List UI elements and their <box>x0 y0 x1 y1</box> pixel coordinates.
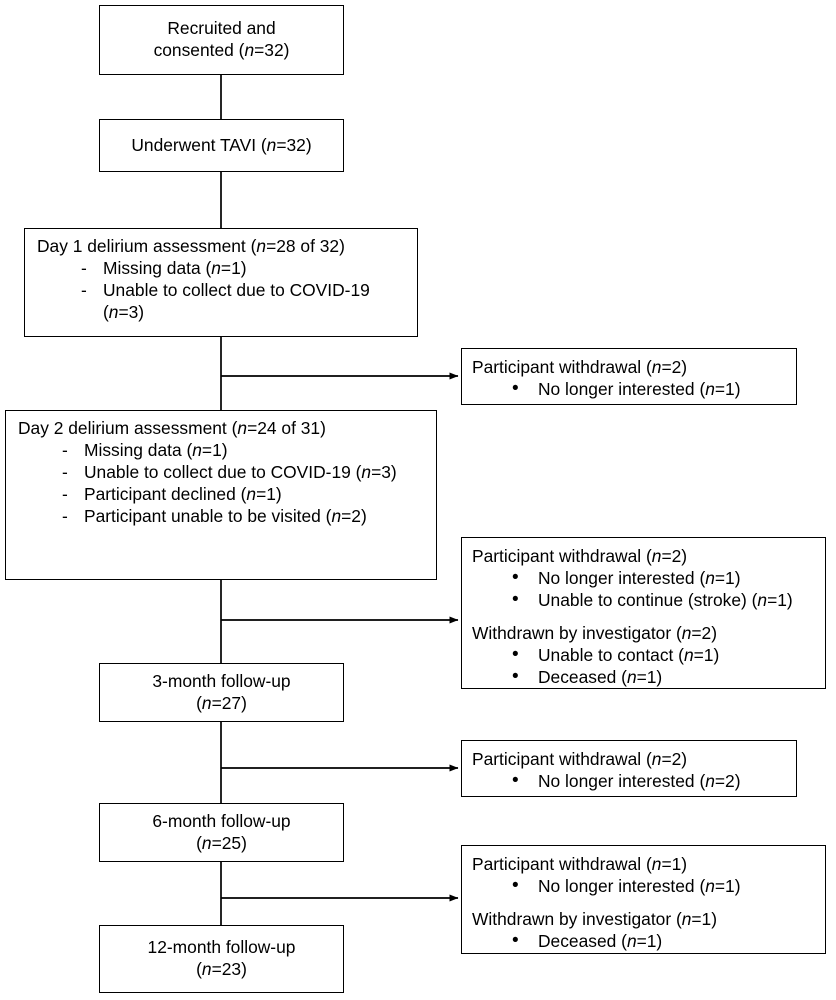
withdrawal-group-title: Participant withdrawal (n=2) <box>472 749 688 769</box>
node-withdrawal-after-day2: Participant withdrawal (n=2) No longer i… <box>461 537 826 689</box>
node-12month-line2: (n=23) <box>196 959 247 979</box>
node-underwent-tavi: Underwent TAVI (n=32) <box>99 119 344 172</box>
list-item: No longer interested (n=2) <box>472 770 792 793</box>
node-6month-followup: 6-month follow-up (n=25) <box>99 803 344 862</box>
list-item: Missing data (n=1) <box>37 258 413 280</box>
node-withdrawal-after-3month: Participant withdrawal (n=2) No longer i… <box>461 740 797 797</box>
list-item: Participant declined (n=1) <box>18 484 432 506</box>
node-day1-reason-list: Missing data (n=1) Unable to collect due… <box>37 258 413 324</box>
node-day1-title: Day 1 delirium assessment (n=28 of 32) <box>37 236 345 256</box>
withdrawal-group-title: Participant withdrawal (n=2) <box>472 357 688 377</box>
investigator-reason-list: Deceased (n=1) <box>472 930 821 953</box>
list-item: Unable to continue (stroke) (n=1) <box>472 589 821 612</box>
list-item: No longer interested (n=1) <box>472 378 792 401</box>
node-12month-line1: 12-month follow-up <box>147 937 296 958</box>
list-item: Unable to collect due to COVID-19 (n=3) <box>37 280 413 324</box>
withdrawal-reason-list: No longer interested (n=2) <box>472 770 792 793</box>
node-day1-assessment: Day 1 delirium assessment (n=28 of 32) M… <box>24 228 418 337</box>
withdrawal-group-title: Participant withdrawal (n=2) <box>472 546 688 566</box>
node-day2-title: Day 2 delirium assessment (n=24 of 31) <box>18 418 326 438</box>
list-item: Unable to contact (n=1) <box>472 644 821 667</box>
group-separator <box>472 898 821 909</box>
list-item: Missing data (n=1) <box>18 440 432 462</box>
group-separator <box>472 612 821 623</box>
node-recruited-consented: Recruited and consented (n=32) <box>99 5 344 75</box>
withdrawal-reason-list: No longer interested (n=1) <box>472 875 821 898</box>
withdrawal-reason-list: No longer interested (n=1) Unable to con… <box>472 567 821 612</box>
node-6month-line1: 6-month follow-up <box>152 810 291 831</box>
node-recruited-line1: Recruited and <box>167 18 276 39</box>
node-12month-followup: 12-month follow-up (n=23) <box>99 925 344 993</box>
node-day2-reason-list: Missing data (n=1) Unable to collect due… <box>18 440 432 528</box>
node-3month-line1: 3-month follow-up <box>152 670 291 691</box>
list-item: Unable to collect due to COVID-19 (n=3) <box>18 462 432 484</box>
investigator-group-title: Withdrawn by investigator (n=1) <box>472 908 718 929</box>
node-3month-followup: 3-month follow-up (n=27) <box>99 663 344 722</box>
investigator-group-title: Withdrawn by investigator (n=2) <box>472 622 718 643</box>
list-item: No longer interested (n=1) <box>472 875 821 898</box>
node-6month-line2: (n=25) <box>196 832 247 853</box>
investigator-reason-list: Unable to contact (n=1) Deceased (n=1) <box>472 644 821 689</box>
node-3month-line2: (n=27) <box>196 692 247 713</box>
node-day2-assessment: Day 2 delirium assessment (n=24 of 31) M… <box>5 410 437 580</box>
node-tavi-line1: Underwent TAVI (n=32) <box>131 134 312 155</box>
list-item: Deceased (n=1) <box>472 930 821 953</box>
list-item: Deceased (n=1) <box>472 666 821 689</box>
node-withdrawal-after-6month: Participant withdrawal (n=1) No longer i… <box>461 845 826 954</box>
node-withdrawal-after-day1: Participant withdrawal (n=2) No longer i… <box>461 348 797 405</box>
withdrawal-group-title: Participant withdrawal (n=1) <box>472 854 688 874</box>
withdrawal-reason-list: No longer interested (n=1) <box>472 378 792 401</box>
list-item: Participant unable to be visited (n=2) <box>18 506 432 528</box>
node-recruited-line2: consented (n=32) <box>153 40 290 60</box>
list-item: No longer interested (n=1) <box>472 567 821 590</box>
